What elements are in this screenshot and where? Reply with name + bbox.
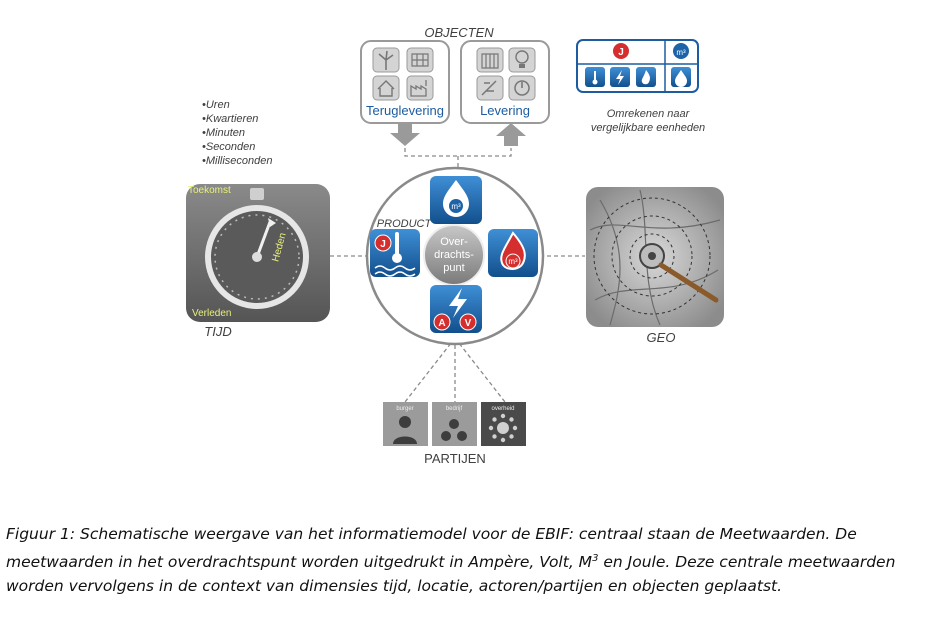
partij-overheid-icon: overheid [481,402,526,446]
gas-unit-m3: m³ [508,257,518,266]
tijd-label: TIJD [204,324,231,339]
caption-text-end: en Joule. Deze centrale meetwaarden word… [6,552,896,596]
unit-conversion-j: J [618,47,624,58]
unit-conversion-m3: m³ [676,48,686,57]
water-unit-m3: m³ [451,202,461,211]
time-unit: •Kwartieren [202,113,258,125]
partij-tile-label: bedrijf [446,406,463,412]
volt-unit: V [465,318,472,329]
partijen-label: PARTIJEN [424,451,486,466]
information-model-diagram: OBJECTEN Teruglevering [186,25,724,466]
solar-panel-icon [406,47,434,73]
tijd-stopwatch-icon [186,184,330,322]
thermometer-small-icon [585,67,605,87]
objecten-label: OBJECTEN [424,25,494,40]
verleden-label: Verleden [192,308,231,319]
joule-badge-icon [613,43,629,59]
lightning-small-icon [610,67,630,87]
omrekenen-line2: vergelijkbare eenheden [591,122,705,134]
house-icon [372,75,400,101]
caption-superscript: 3 [592,552,599,564]
unit-conversion-box: J m³ [576,39,699,93]
time-unit: •Seconden [202,141,255,153]
time-units-list: •Uren •Kwartieren •Minuten •Seconden •Mi… [202,99,273,167]
ampere-unit: A [438,318,445,329]
teruglevering-label: Teruglevering [366,103,444,118]
levering-arrow-icon [496,123,526,146]
geo-label: GEO [647,330,676,345]
caption-text: Figuur 1: Schematische weergave van het … [6,525,857,571]
partij-tile-label: burger [396,406,413,412]
time-unit: •Minuten [202,127,245,139]
partij-bedrijf-icon: bedrijf [432,402,477,446]
teruglevering-arrow-icon [390,123,420,146]
factory-icon [406,75,434,101]
power-button-icon [508,75,536,101]
drop-small-icon [671,67,691,87]
water-drop-tile-icon [430,176,482,224]
time-unit: •Milliseconden [202,155,273,167]
partij-burger-icon: burger [383,402,428,446]
partij-tile-label: overheid [491,406,514,412]
lightning-tile-icon [430,285,482,333]
flame-tile-icon [488,229,538,277]
teruglevering-box: Teruglevering [360,40,450,124]
overdrachtspunt-line: drachts- [434,249,474,261]
building-icon [476,47,504,73]
figure-caption: Figuur 1: Schematische weergave van het … [6,522,921,599]
levering-label: Levering [480,103,530,118]
thermometer-tile-icon [370,229,420,277]
overdrachtspunt-line: punt [443,262,464,274]
lightbulb-icon [508,47,536,73]
levering-box: Levering [460,40,550,124]
overdrachtspunt-line: Over- [440,236,468,248]
heat-unit-j: J [380,239,386,250]
overdrachtspunt-hub: Over- drachts- punt [423,224,485,286]
appliance-icon [476,75,504,101]
omrekenen-line1: Omrekenen naar [607,108,691,120]
m3-badge-icon [673,43,689,59]
toekomst-label: Toekomst [188,185,231,196]
product-label: PRODUCT [377,218,433,230]
time-unit: •Uren [202,99,230,111]
connector-lines [330,148,585,403]
flame-small-icon [636,67,656,87]
wind-turbine-icon [372,47,400,73]
geo-map-icon [586,187,724,327]
